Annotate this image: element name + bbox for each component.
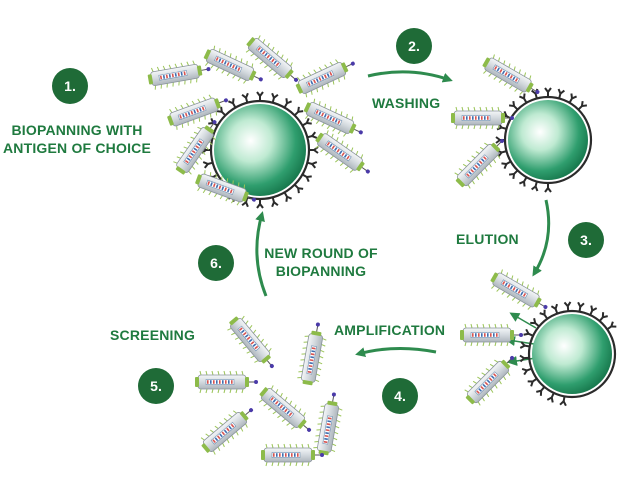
step-6-label-line1: NEW ROUND OF — [262, 245, 380, 261]
phage-particle — [296, 321, 329, 387]
phage-particle — [242, 32, 304, 89]
arrow-to-amplification — [358, 348, 436, 354]
phage-particle — [451, 107, 514, 129]
phage-particle — [147, 58, 213, 91]
step-1-label-line2: ANTIGEN OF CHOICE — [0, 140, 154, 156]
bead-step-3 — [520, 302, 616, 406]
phage-particle — [312, 391, 345, 457]
step-6-badge: 6. — [198, 245, 234, 281]
phage-particle — [479, 52, 545, 103]
step-5-label: SCREENING — [110, 327, 195, 343]
arrow-to-elution — [534, 200, 549, 274]
step-4-label: AMPLIFICATION — [334, 322, 445, 338]
step-4-badge: 4. — [382, 378, 418, 414]
step-1-label-line1: BIOPANNING WITH — [2, 122, 152, 138]
arrow-to-washing — [368, 72, 450, 80]
phage-particle — [460, 324, 523, 346]
bead-step-2 — [496, 88, 591, 192]
phage-particle — [255, 382, 317, 439]
step-2-label: WASHING — [372, 95, 440, 111]
phage-particle — [293, 53, 359, 100]
step-5-badge: 5. — [138, 368, 174, 404]
phage-particle — [197, 400, 259, 457]
step-6-label-line2: BIOPANNING — [262, 263, 380, 279]
phage-particle — [224, 312, 281, 374]
step-3-badge: 3. — [568, 222, 604, 258]
step-2-badge: 2. — [396, 28, 432, 64]
phage-particle — [451, 132, 511, 192]
step-3-label: ELUTION — [456, 231, 519, 247]
release-arrow-1 — [512, 314, 536, 328]
phage-particle — [195, 371, 258, 393]
phage-particle — [461, 349, 521, 409]
step-1-badge: 1. — [52, 68, 88, 104]
phage-particle — [487, 267, 553, 318]
